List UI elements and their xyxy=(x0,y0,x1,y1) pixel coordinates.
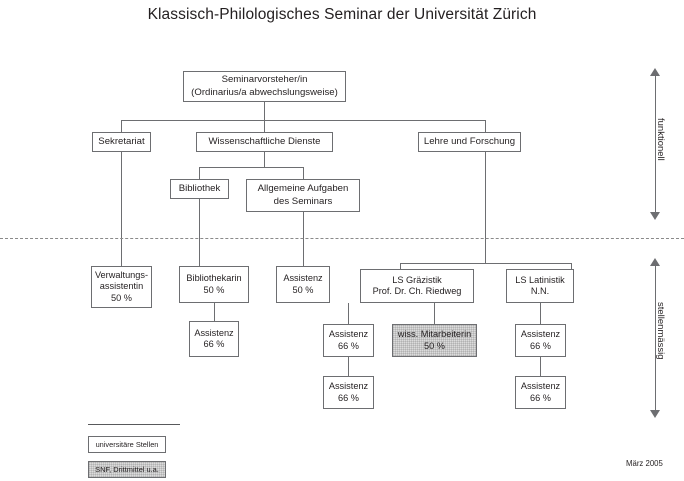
connector-to-ls-graezistik xyxy=(400,263,401,269)
legend-item-universitaere-stellen-label: universitäre Stellen xyxy=(95,440,159,449)
legend-rule xyxy=(88,424,180,425)
connector-latinistik-assistenz-chain xyxy=(540,357,541,376)
box-assistenz-latinistik-1-line2: 66 % xyxy=(530,340,551,351)
box-verwaltungsassistentin-line1: Verwaltungs- xyxy=(94,269,149,280)
box-bibliothekarin[interactable]: Bibliothekarin 50 % xyxy=(179,266,249,303)
connector-ls-bus xyxy=(400,263,571,264)
connector-to-wiss-dienste xyxy=(264,120,265,132)
connector-wiss-dienste-bus xyxy=(199,167,303,168)
arrow-down-icon xyxy=(650,410,660,418)
legend-item-snf-drittmittel-label: SNF, Drittmittel u.a. xyxy=(95,465,159,474)
box-assistenz-latinistik-2[interactable]: Assistenz 66 % xyxy=(515,376,566,409)
box-assistenz-allgemeine[interactable]: Assistenz 50 % xyxy=(276,266,330,303)
box-assistenz-graezistik-1-line1: Assistenz xyxy=(328,329,369,339)
connector-to-sekretariat xyxy=(121,120,122,132)
box-allgemeine-aufgaben[interactable]: Allgemeine Aufgaben des Seminars xyxy=(246,179,360,212)
box-assistenz-latinistik-1[interactable]: Assistenz 66 % xyxy=(515,324,566,357)
box-seminarvorsteher[interactable]: Seminarvorsteher/in (Ordinarius/a abwech… xyxy=(183,71,346,102)
box-ls-latinistik-line2: N.N. xyxy=(530,286,550,296)
box-bibliothekarin-line1: Bibliothekarin xyxy=(186,273,242,283)
box-verwaltungsassistentin[interactable]: Verwaltungs- assistentin 50 % xyxy=(91,266,152,308)
legend-item-snf-drittmittel: SNF, Drittmittel u.a. xyxy=(88,461,166,478)
connector-sekretariat-to-verwaltung xyxy=(121,152,122,266)
date-stamp: März 2005 xyxy=(626,459,663,468)
page-title: Klassisch-Philologisches Seminar der Uni… xyxy=(147,6,537,23)
box-bibliothekarin-line2: 50 % xyxy=(203,284,225,295)
box-ls-latinistik[interactable]: LS Latinistik N.N. xyxy=(506,269,574,303)
box-lehre-und-forschung-line1: Lehre und Forschung xyxy=(423,135,516,147)
box-wissenschaftliche-dienste[interactable]: Wissenschaftliche Dienste xyxy=(196,132,333,152)
box-allgemeine-aufgaben-line1: Allgemeine Aufgaben xyxy=(257,183,349,194)
axis-stem xyxy=(655,74,656,214)
connector-graezistik-assistenz-chain xyxy=(348,357,349,376)
connector-to-ls-latinistik xyxy=(571,263,572,269)
connector-to-bibliothek xyxy=(199,167,200,179)
box-wiss-mitarbeiterin-line2: 50 % xyxy=(424,340,445,351)
box-assistenz-graezistik-2[interactable]: Assistenz 66 % xyxy=(323,376,374,409)
axis-funktionell xyxy=(645,68,667,220)
box-assistenz-bibliothek[interactable]: Assistenz 66 % xyxy=(189,321,239,357)
connector-level1-bus xyxy=(121,120,485,121)
box-seminarvorsteher-line1: Seminarvorsteher/in xyxy=(221,74,308,85)
axis-stellenmaessig xyxy=(645,258,667,418)
axis-stem xyxy=(655,264,656,412)
box-verwaltungsassistentin-line2: assistentin xyxy=(99,281,144,292)
axis-label-funktionell: funktionell xyxy=(655,118,666,161)
connector-to-lehre-forschung xyxy=(485,120,486,132)
axis-label-stellenmaessig: stellenmässig xyxy=(655,302,666,360)
box-lehre-und-forschung[interactable]: Lehre und Forschung xyxy=(418,132,521,152)
box-assistenz-allgemeine-line1: Assistenz xyxy=(283,273,323,283)
box-assistenz-latinistik-2-line2: 66 % xyxy=(530,392,551,403)
box-assistenz-latinistik-1-line1: Assistenz xyxy=(520,329,561,339)
box-assistenz-graezistik-2-line2: 66 % xyxy=(338,392,359,403)
connector-wiss-dienste-down xyxy=(264,152,265,167)
box-ls-latinistik-line1: LS Latinistik xyxy=(515,274,565,285)
box-allgemeine-aufgaben-line2: des Seminars xyxy=(273,195,333,207)
connector-head-down xyxy=(264,102,265,120)
box-sekretariat-line1: Sekretariat xyxy=(98,135,145,147)
box-assistenz-graezistik-1-line2: 66 % xyxy=(338,340,359,351)
connector-lehre-forschung-down xyxy=(485,152,486,263)
box-bibliothek[interactable]: Bibliothek xyxy=(170,179,229,199)
box-assistenz-graezistik-2-line1: Assistenz xyxy=(328,381,369,391)
connector-latinistik-to-assistenz xyxy=(540,303,541,324)
box-verwaltungsassistentin-line3: 50 % xyxy=(111,292,132,303)
box-ls-graezistik-line2: Prof. Dr. Ch. Riedweg xyxy=(372,286,462,296)
legend-item-universitaere-stellen: universitäre Stellen xyxy=(88,436,166,453)
arrow-up-icon xyxy=(650,258,660,266)
box-assistenz-bibliothek-line1: Assistenz xyxy=(194,327,234,338)
box-wiss-mitarbeiterin-line1: wiss. Mitarbeiterin xyxy=(397,329,472,339)
arrow-up-icon xyxy=(650,68,660,76)
box-ls-graezistik[interactable]: LS Gräzistik Prof. Dr. Ch. Riedweg xyxy=(360,269,474,303)
arrow-down-icon xyxy=(650,212,660,220)
box-assistenz-graezistik-1[interactable]: Assistenz 66 % xyxy=(323,324,374,357)
connector-bibliothek-to-bibliothekarin xyxy=(199,199,200,266)
box-wissenschaftliche-dienste-line1: Wissenschaftliche Dienste xyxy=(208,135,321,147)
box-wiss-mitarbeiterin[interactable]: wiss. Mitarbeiterin 50 % xyxy=(392,324,477,357)
box-assistenz-bibliothek-line2: 66 % xyxy=(203,339,225,349)
box-bibliothek-line1: Bibliothek xyxy=(178,182,221,194)
connector-graezistik-to-mitarbeiterin xyxy=(434,303,435,324)
box-ls-graezistik-line1: LS Gräzistik xyxy=(392,274,442,285)
connector-graezistik-to-assistenz xyxy=(348,303,349,324)
box-seminarvorsteher-line2: (Ordinarius/a abwechslungsweise) xyxy=(191,86,338,98)
box-sekretariat[interactable]: Sekretariat xyxy=(92,132,151,152)
box-assistenz-allgemeine-line2: 50 % xyxy=(292,284,314,295)
box-assistenz-latinistik-2-line1: Assistenz xyxy=(520,381,561,391)
functional-structural-divider xyxy=(0,238,684,239)
connector-bibliothekarin-to-assistenz xyxy=(214,303,215,321)
connector-to-allgemeine-aufgaben xyxy=(303,167,304,179)
connector-allgemeine-to-assistenz xyxy=(303,212,304,266)
